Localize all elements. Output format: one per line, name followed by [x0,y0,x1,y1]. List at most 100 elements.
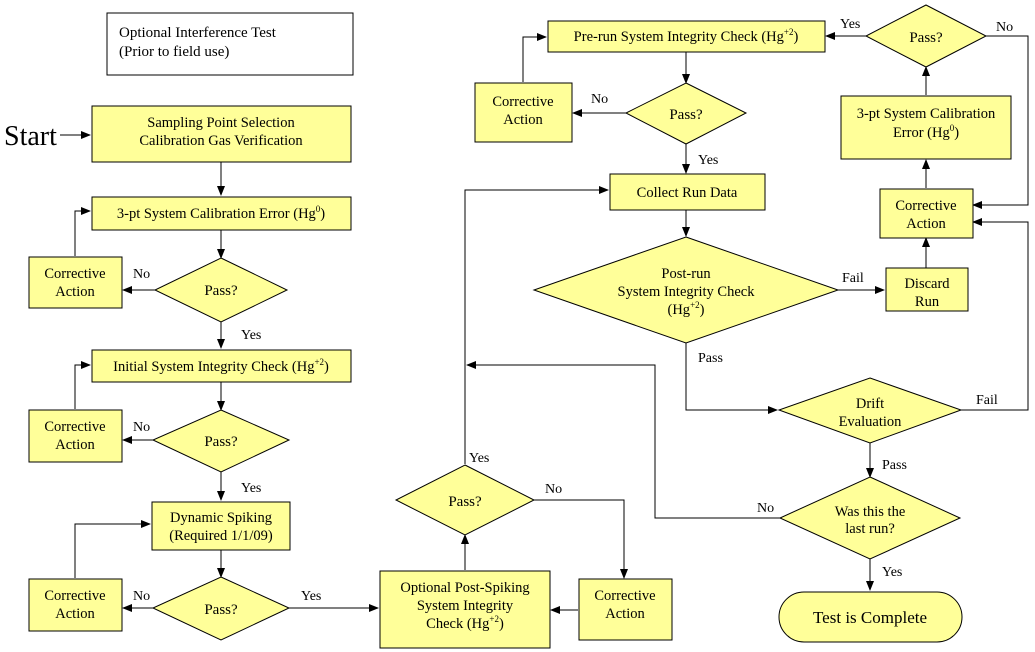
collect-run-data-text: Collect Run Data [637,185,738,201]
last-run-line1: Was this the [835,504,906,520]
pass-label: Pass? [448,494,482,510]
dynamic-spiking-line2: (Required 1/1/09) [169,528,273,544]
postrun-line2: System Integrity Check [618,284,756,300]
arrow-ca2-back [74,361,91,409]
no-label: No [545,482,562,497]
initial-integrity-text: Initial System Integrity Check (Hg+2) [113,357,329,375]
initial-integrity-box: Initial System Integrity Check (Hg+2) [91,349,352,383]
sampling-box: Sampling Point Selection Calibration Gas… [91,105,352,163]
discard-run-box: Discard Run [885,267,969,312]
pass-decision-6: Pass? [864,4,988,68]
corrective-line2: Action [55,437,95,453]
optional-test-line2: (Prior to field use) [119,44,229,60]
corrective-action-1: Corrective Action [28,256,123,309]
last-run-line2: last run? [845,521,895,537]
no-label: No [133,420,150,435]
pass-decision-4: Pass? [394,464,536,536]
collect-run-data-box: Collect Run Data [609,173,766,211]
corrective-action-5: Corrective Action [474,82,573,143]
corrective-line1: Corrective [44,266,105,282]
corrective-line2: Action [605,606,645,622]
post-spiking-line3: Check (Hg+2) [426,614,504,632]
dynamic-spiking-line1: Dynamic Spiking [170,510,272,526]
connectors [60,32,1029,614]
arrow-pass6-no [972,35,1029,209]
corrective-action-3: Corrective Action [28,578,123,632]
corrective-line2: Action [503,112,543,128]
arrow-pass4-yes [464,186,609,464]
pass-label: Pass? [204,602,238,618]
yes-label: Yes [469,451,489,466]
yes-label: Yes [840,17,860,32]
discard-line2: Run [915,294,940,310]
pass-label: Pass? [669,107,703,123]
fail-label: Fail [976,393,998,408]
cal-error-right-line2: Error (Hg0) [893,123,959,141]
fail-label: Fail [842,271,864,286]
corrective-line1: Corrective [895,198,956,214]
arrow-ca3-back [74,520,151,578]
pass-decision-5: Pass? [624,82,748,145]
arrow-ca1-back [74,207,91,256]
corrective-line1: Corrective [594,588,655,604]
test-complete-terminal: Test is Complete [778,591,963,643]
arrow-ca5-back [522,33,547,82]
corrective-line2: Action [55,606,95,622]
sampling-line1: Sampling Point Selection [147,115,295,131]
corrective-action-2: Corrective Action [28,409,123,463]
pass-decision-2: Pass? [151,409,291,473]
drift-evaluation-decision: Drift Evaluation [777,377,963,444]
arrow-lastrun-no [466,361,780,519]
yes-label: Yes [698,153,718,168]
pass-label: Pass? [909,30,943,46]
pass-decision-3: Pass? [151,576,291,641]
pass-label: Pass? [204,283,238,299]
no-label: No [591,92,608,107]
drift-line2: Evaluation [839,414,903,430]
optional-test-line1: Optional Interference Test [119,25,277,41]
no-label: No [133,267,150,282]
corrective-line2: Action [906,216,946,232]
corrective-line2: Action [55,284,95,300]
dynamic-spiking-box: Dynamic Spiking (Required 1/1/09) [151,501,291,551]
corrective-line1: Corrective [44,419,105,435]
cal-error-left-box: 3-pt System Calibration Error (Hg0) [91,196,352,231]
start-label: Start [4,121,57,152]
postrun-line3: (Hg+2) [668,300,705,318]
post-spiking-line1: Optional Post-Spiking [400,580,529,596]
no-label: No [757,501,774,516]
corrective-line1: Corrective [44,588,105,604]
no-label: No [996,20,1013,35]
arrow-pass4-no [534,499,628,579]
cal-error-left-text: 3-pt System Calibration Error (Hg0) [117,204,325,222]
prerun-integrity-text: Pre-run System Integrity Check (Hg+2) [574,27,799,45]
corrective-line1: Corrective [492,94,553,110]
pass-edge-label: Pass [882,458,907,473]
arrow-drift-fail [961,218,1029,411]
cal-error-right-line1: 3-pt System Calibration [857,106,996,122]
post-spiking-line2: System Integrity [417,598,514,614]
drift-line1: Drift [856,396,884,412]
yes-label: Yes [241,328,261,343]
yes-label: Yes [301,589,321,604]
corrective-action-6: Corrective Action [879,188,974,239]
no-label: No [133,589,150,604]
discard-line1: Discard [904,276,950,292]
corrective-action-4: Corrective Action [578,578,673,641]
yes-label: Yes [241,481,261,496]
optional-test-box: Optional Interference Test (Prior to fie… [106,12,354,76]
last-run-decision: Was this the last run? [778,476,962,560]
arrow-postrun-pass [685,343,778,414]
cal-error-right-box: 3-pt System Calibration Error (Hg0) [840,95,1012,160]
post-spiking-box: Optional Post-Spiking System Integrity C… [379,570,551,649]
pass-decision-1: Pass? [153,257,289,323]
pass-label: Pass? [204,434,238,450]
pass-edge-label: Pass [698,351,723,366]
prerun-integrity-box: Pre-run System Integrity Check (Hg+2) [547,20,826,53]
yes-label: Yes [882,565,902,580]
postrun-decision: Post-run System Integrity Check (Hg+2) [532,236,840,344]
sampling-line2: Calibration Gas Verification [139,133,303,149]
test-complete-text: Test is Complete [813,608,927,627]
postrun-line1: Post-run [661,266,711,282]
